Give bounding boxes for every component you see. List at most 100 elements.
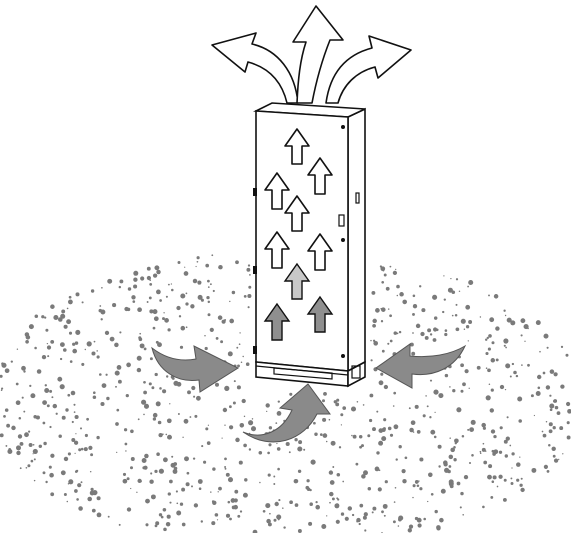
dust-particle (248, 285, 252, 289)
dust-particle (207, 424, 210, 426)
dust-particle (412, 496, 414, 499)
dust-particle (242, 355, 244, 358)
dust-particle (67, 393, 71, 397)
dust-particle (224, 457, 227, 461)
dust-particle (289, 392, 293, 396)
dust-particle (332, 466, 335, 468)
dust-particle (200, 298, 204, 302)
dust-particle (558, 458, 560, 461)
dust-particle (455, 303, 458, 306)
dust-particle (143, 380, 146, 384)
dust-particle (212, 467, 216, 471)
dust-particle (351, 513, 355, 517)
dust-particle (224, 385, 230, 391)
dust-particle (19, 467, 22, 470)
dust-particle (195, 395, 201, 401)
dust-particle (96, 512, 102, 518)
internal-arrow (283, 262, 311, 300)
dust-particle (516, 462, 521, 467)
dust-particle (204, 335, 206, 337)
dust-particle (198, 487, 202, 490)
dust-particle (310, 459, 316, 465)
dust-particle (248, 420, 254, 426)
dust-particle (86, 417, 89, 421)
dust-particle (444, 467, 450, 473)
dust-particle (61, 415, 66, 420)
dust-particle (359, 503, 364, 508)
cabinet-side-panel (347, 107, 366, 373)
dust-particle (245, 362, 250, 366)
dust-particle (392, 520, 396, 524)
dust-particle (516, 478, 520, 482)
dust-particle (145, 498, 150, 504)
dust-particle (41, 354, 47, 360)
dust-particle (382, 427, 386, 431)
dust-particle (537, 375, 541, 378)
dust-particle (436, 526, 441, 531)
dust-particle (15, 382, 19, 386)
dust-particle (503, 478, 507, 482)
dust-particle (455, 278, 459, 281)
dust-particle (389, 433, 394, 437)
dust-particle (247, 293, 252, 299)
dust-particle (392, 405, 395, 407)
dust-particle (393, 331, 398, 335)
dust-particle (211, 254, 214, 257)
dust-particle (548, 429, 553, 434)
dust-particle (25, 339, 29, 344)
dust-particle (450, 277, 452, 280)
dust-particle (42, 400, 47, 405)
dust-particle (63, 456, 69, 462)
dust-particle (247, 264, 251, 267)
cabinet (252, 102, 366, 388)
dust-particle (456, 407, 462, 413)
dust-particle (74, 341, 79, 345)
dust-particle (489, 408, 494, 413)
dust-particle (217, 491, 219, 493)
dust-particle (276, 447, 281, 451)
dust-particle (513, 370, 517, 375)
dust-particle (467, 428, 470, 431)
dust-particle (389, 314, 392, 318)
dust-particle (132, 300, 136, 303)
dust-particle (0, 433, 4, 438)
dust-particle (267, 451, 270, 455)
dust-particle (149, 479, 154, 484)
door-lock (338, 214, 345, 227)
dust-particle (74, 452, 76, 454)
dust-particle (503, 309, 506, 312)
dust-particle (33, 458, 36, 461)
dust-particle (410, 420, 416, 426)
dust-particle (152, 309, 158, 315)
dust-particle (183, 418, 189, 424)
dust-particle (440, 488, 446, 494)
dust-particle (419, 457, 424, 462)
dust-particle (60, 313, 66, 319)
dust-particle (158, 468, 164, 474)
dust-particle (75, 469, 79, 473)
dust-particle (383, 514, 386, 517)
dust-particle (297, 446, 303, 452)
dust-particle (177, 413, 180, 415)
dust-particle (160, 515, 164, 519)
dust-particle (375, 308, 380, 313)
dust-particle (133, 284, 138, 289)
dust-particle (237, 364, 240, 368)
dust-particle (98, 373, 102, 376)
dust-particle (129, 466, 134, 470)
dust-particle (33, 415, 37, 419)
dust-particle (370, 339, 372, 342)
dust-particle (127, 287, 132, 291)
dust-particle (60, 470, 66, 476)
dust-particle (315, 500, 318, 504)
dust-particle (67, 299, 73, 305)
dust-particle (220, 340, 224, 344)
dust-particle (488, 294, 490, 297)
dust-particle (545, 420, 548, 423)
dust-particle (505, 363, 511, 369)
dust-particle (84, 348, 87, 351)
dust-particle (235, 260, 239, 265)
dust-particle (549, 369, 555, 374)
dust-particle (424, 335, 429, 340)
dust-particle (313, 421, 316, 425)
